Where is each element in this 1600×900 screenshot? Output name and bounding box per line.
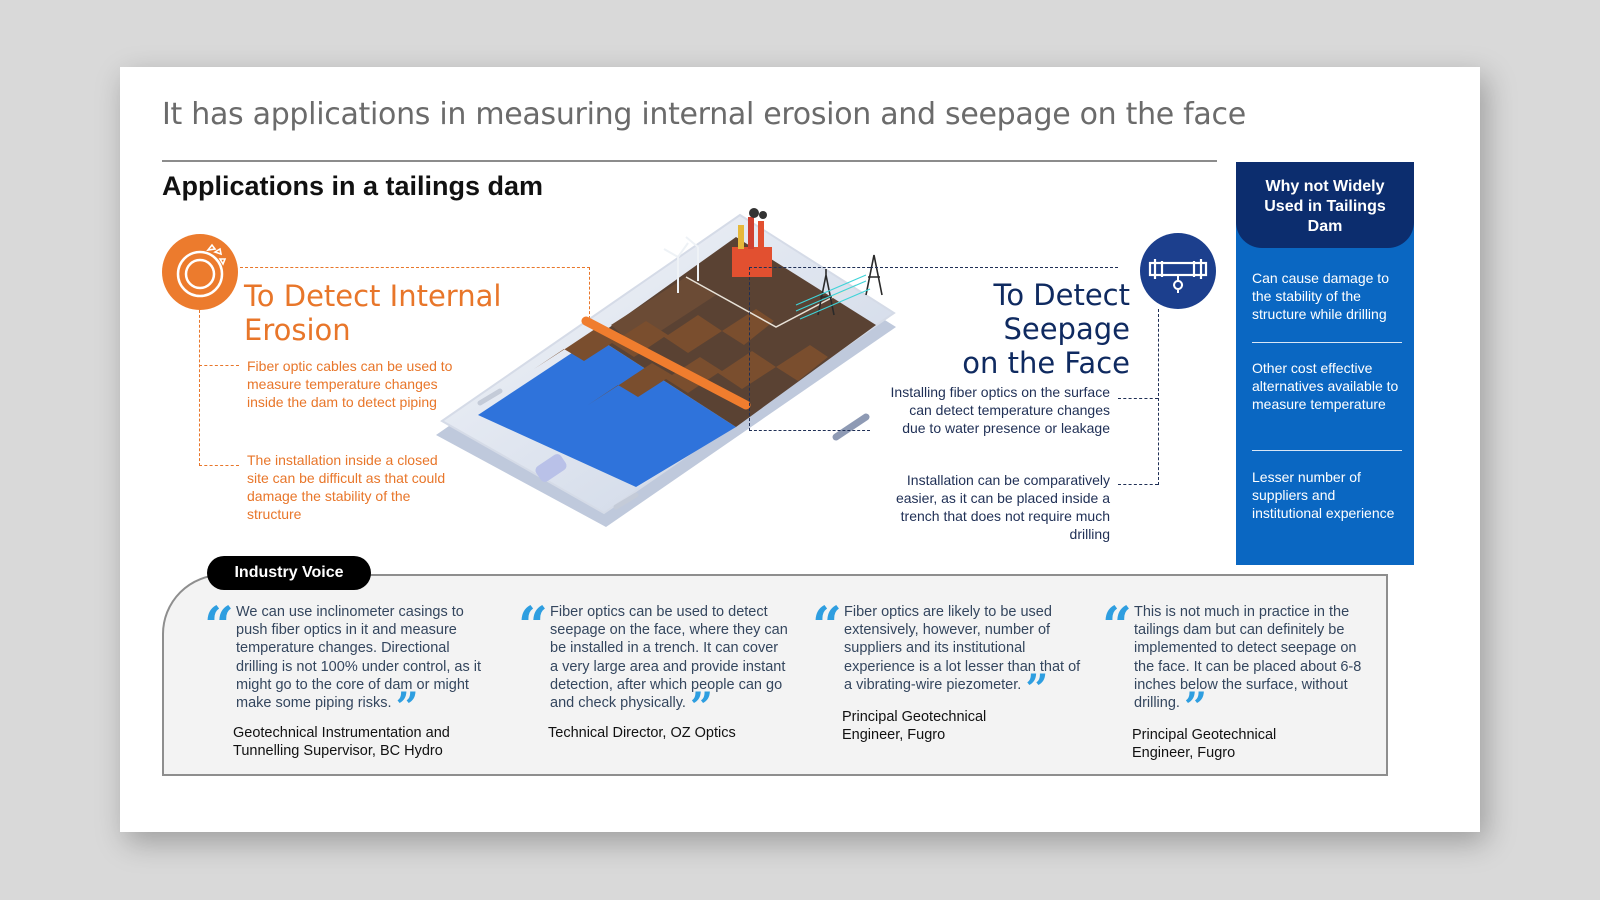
phone-dam-illustration <box>436 207 956 527</box>
open-quote-icon: “ <box>518 596 548 657</box>
seepage-title-line3: on the Face <box>962 346 1130 380</box>
quote-4-author-line2: Engineer, Fugro <box>1132 745 1236 761</box>
erosion-icon <box>162 234 238 310</box>
quote-3-author-line1: Principal Geotechnical <box>842 709 987 725</box>
close-quote-icon: ” <box>1025 665 1049 713</box>
quote-4: This is not much in practice in the tail… <box>1134 603 1370 728</box>
quote-1-author: Geotechnical Instrumentation and Tunnell… <box>233 724 450 760</box>
industry-voice-label: Industry Voice <box>207 556 371 590</box>
erosion-pointer-line <box>240 267 590 319</box>
why-not-used-item-1: Can cause damage to the stability of the… <box>1252 270 1389 322</box>
why-not-used-divider-1 <box>1252 342 1402 343</box>
erosion-point-2: The installation inside a closed site ca… <box>247 452 446 522</box>
quote-3-text: Fiber optics are likely to be used exten… <box>844 604 1081 693</box>
erosion-title-line1: To Detect Internal <box>244 279 502 313</box>
erosion-connector-2 <box>199 465 239 466</box>
seepage-connector-1 <box>1118 398 1158 399</box>
industry-voice-panel <box>162 574 1388 776</box>
seepage-title-line2: Seepage <box>1003 312 1130 346</box>
erosion-point-1: Fiber optic cables can be used to measur… <box>247 358 453 410</box>
why-not-used-item-2: Other cost effective alternatives availa… <box>1252 360 1399 412</box>
why-not-used-divider-2 <box>1252 450 1402 451</box>
seepage-title-line1: To Detect <box>993 278 1130 312</box>
quote-1-text: We can use inclinometer casings to push … <box>236 604 482 712</box>
quote-1-author-line2: Tunnelling Supervisor, BC Hydro <box>233 743 443 759</box>
erosion-connector-1 <box>199 365 239 366</box>
seepage-connector-2 <box>1118 484 1158 485</box>
open-quote-icon: “ <box>204 596 234 657</box>
quote-3: Fiber optics are likely to be used exten… <box>844 603 1088 709</box>
quote-2: Fiber optics can be used to detect seepa… <box>550 603 790 728</box>
erosion-title: To Detect Internal Erosion <box>244 279 501 347</box>
erosion-title-line2: Erosion <box>244 313 351 347</box>
slide: It has applications in measuring interna… <box>120 67 1480 832</box>
quote-2-author-line1: Technical Director, OZ Optics <box>548 725 736 741</box>
close-quote-icon: ” <box>689 684 713 732</box>
pipe-icon <box>1140 233 1216 309</box>
quote-1: We can use inclinometer casings to push … <box>236 603 492 728</box>
seepage-point-1: Installing fiber optics on the surface c… <box>890 384 1110 436</box>
seepage-pointer-box <box>749 267 870 431</box>
open-quote-icon: “ <box>812 596 842 657</box>
why-not-used-panel: Why not Widely Used in Tailings Dam Can … <box>1236 162 1414 565</box>
headline-divider <box>162 160 1217 162</box>
seepage-pointer-line <box>870 267 1118 268</box>
why-not-used-title: Why not Widely Used in Tailings Dam <box>1236 162 1414 248</box>
section-subheading: Applications in a tailings dam <box>162 171 544 201</box>
open-quote-icon: “ <box>1102 596 1132 657</box>
quote-2-author: Technical Director, OZ Optics <box>548 724 736 742</box>
quote-2-text: Fiber optics can be used to detect seepa… <box>550 604 788 712</box>
slide-headline: It has applications in measuring interna… <box>162 97 1246 132</box>
why-not-used-item-3: Lesser number of suppliers and instituti… <box>1252 469 1395 521</box>
seepage-title: To Detect Seepage on the Face <box>920 278 1130 380</box>
quote-4-author-line1: Principal Geotechnical <box>1132 727 1277 743</box>
quote-4-text: This is not much in practice in the tail… <box>1134 604 1362 712</box>
quote-4-author: Principal Geotechnical Engineer, Fugro <box>1132 726 1276 762</box>
quote-3-author: Principal Geotechnical Engineer, Fugro <box>842 708 986 744</box>
quote-1-author-line1: Geotechnical Instrumentation and <box>233 725 450 741</box>
close-quote-icon: ” <box>1183 684 1207 732</box>
erosion-connector-vertical <box>199 310 200 466</box>
quote-3-author-line2: Engineer, Fugro <box>842 727 946 743</box>
seepage-point-2: Installation can be comparatively easier… <box>895 472 1110 542</box>
close-quote-icon: ” <box>395 684 419 732</box>
seepage-connector-vertical <box>1158 309 1159 485</box>
